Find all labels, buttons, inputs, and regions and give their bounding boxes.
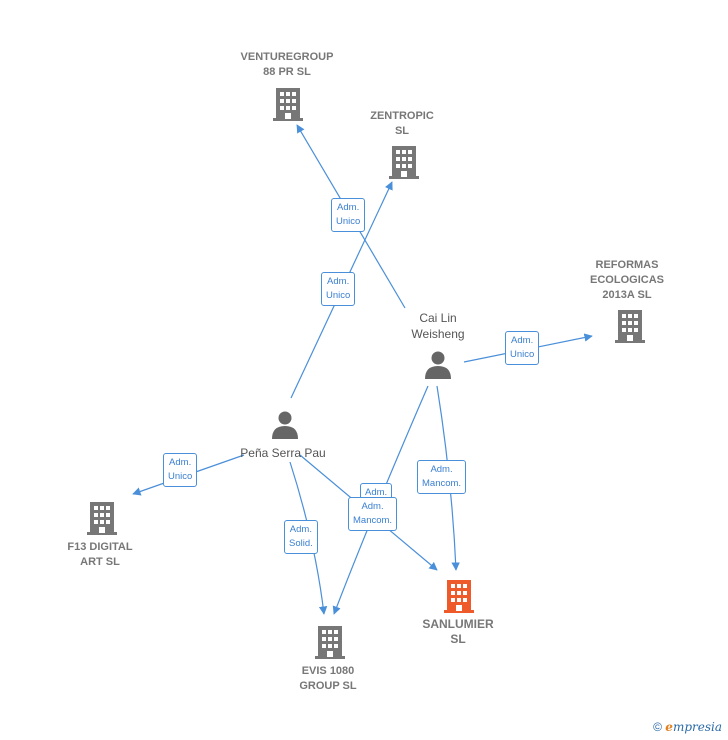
edge-role-line: Unico bbox=[326, 290, 351, 301]
company-name-line: SANLUMIER bbox=[422, 617, 494, 631]
edge-role-line: Solid. bbox=[289, 538, 313, 549]
company-name-line: VENTUREGROUP bbox=[240, 51, 334, 63]
company-name-line: F13 DIGITAL bbox=[67, 541, 133, 553]
building-icon bbox=[87, 502, 117, 535]
edge-role-line: Mancom. bbox=[353, 515, 393, 526]
brand-logo-text: mpresia bbox=[672, 720, 722, 734]
company-name-line: EVIS 1080 bbox=[301, 665, 355, 677]
company-name-line: 2013A SL bbox=[602, 289, 652, 301]
person-name-line: Cai Lin bbox=[419, 311, 457, 325]
edge-role-line: Unico bbox=[168, 471, 193, 482]
company-name-line: REFORMAS bbox=[595, 259, 659, 271]
company-name-line: GROUP SL bbox=[299, 680, 357, 692]
company-label-venturegroup[interactable]: VENTUREGROUP 88 PR SL bbox=[241, 50, 334, 80]
company-name-line: 88 PR SL bbox=[263, 66, 311, 78]
person-label-pena[interactable]: Peña Serra Pau bbox=[240, 445, 325, 461]
person-name-line: Weisheng bbox=[411, 327, 465, 341]
edge-role-line: Adm. bbox=[430, 464, 453, 475]
edge-role-line: Adm. bbox=[327, 276, 350, 287]
edge-role-line: Adm. bbox=[289, 524, 312, 535]
brand-logo-e: e bbox=[665, 720, 673, 734]
edge-role-line: Adm. bbox=[361, 501, 384, 512]
edge-label-pena-evis: Adm. Solid. bbox=[284, 520, 318, 554]
building-icon bbox=[273, 88, 303, 121]
company-label-f13[interactable]: F13 DIGITAL ART SL bbox=[67, 540, 132, 570]
edge-role-line: Adm. bbox=[337, 202, 360, 213]
edge-role-line: Adm. bbox=[169, 457, 192, 468]
company-label-sanlumier[interactable]: SANLUMIER SL bbox=[422, 617, 493, 647]
edge-role-line: Adm. bbox=[511, 335, 534, 346]
person-label-cailin[interactable]: Cai Lin Weisheng bbox=[411, 310, 464, 342]
building-icon bbox=[615, 310, 645, 343]
edge-label-cailin-reformas: Adm. Unico bbox=[505, 331, 540, 365]
company-name-line: SL bbox=[450, 632, 466, 646]
building-icon bbox=[315, 626, 345, 659]
company-name-line: ART SL bbox=[80, 556, 120, 568]
edge-role-line: Unico bbox=[510, 349, 535, 360]
company-label-reformas[interactable]: REFORMAS ECOLOGICAS 2013A SL bbox=[590, 258, 664, 303]
brand-logo: empresia bbox=[665, 720, 722, 734]
edge-label-cailin-evis: Adm. Mancom. bbox=[348, 497, 398, 531]
edge-label-pena-zentropic: Adm. Unico bbox=[321, 272, 356, 306]
edge-role-line: Unico bbox=[336, 216, 361, 227]
company-name-line: ZENTROPIC bbox=[370, 110, 434, 122]
edge-role-line: Mancom. bbox=[422, 478, 462, 489]
company-label-evis[interactable]: EVIS 1080 GROUP SL bbox=[299, 664, 356, 694]
copyright-symbol: © bbox=[653, 720, 662, 734]
company-name-line: ECOLOGICAS bbox=[590, 274, 664, 286]
company-label-zentropic[interactable]: ZENTROPIC SL bbox=[370, 109, 434, 139]
edge-label-cailin-sanlumier: Adm. Mancom. bbox=[417, 460, 467, 494]
building-icon-main bbox=[444, 580, 474, 613]
person-icon bbox=[272, 411, 298, 439]
edge-role-line: Adm. bbox=[365, 487, 388, 498]
company-name-line: SL bbox=[394, 125, 410, 137]
edge-label-cailin-venturegroup: Adm. Unico bbox=[331, 198, 366, 232]
edge-label-pena-f13: Adm. Unico bbox=[163, 453, 198, 487]
building-icon bbox=[389, 146, 419, 179]
footer-credit[interactable]: © empresia bbox=[653, 720, 722, 734]
person-name-line: Peña Serra Pau bbox=[240, 446, 326, 460]
person-icon bbox=[425, 351, 451, 379]
